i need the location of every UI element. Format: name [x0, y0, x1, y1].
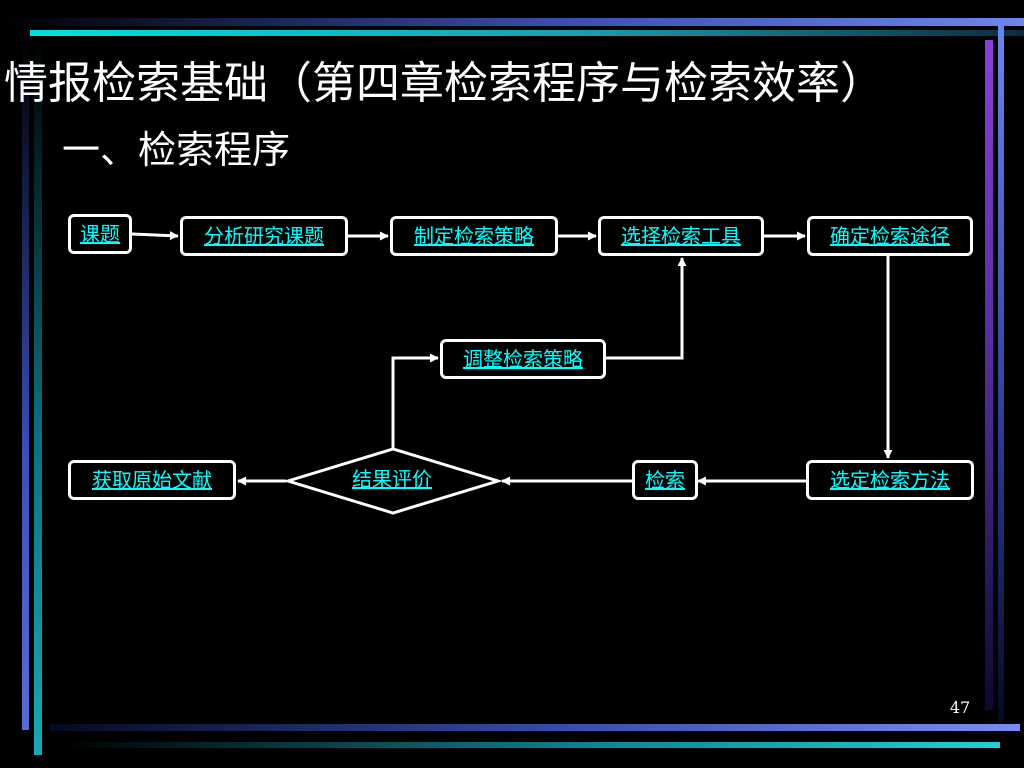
slide-title: 情报检索基础（第四章检索程序与检索效率） — [4, 58, 884, 109]
right-deco-bar-purple — [985, 40, 993, 710]
left-deco-bar-teal — [34, 40, 42, 755]
flow-node-select-method[interactable]: 选定检索方法 — [806, 460, 974, 500]
flow-node-adjust-strategy[interactable]: 调整检索策略 — [440, 339, 606, 379]
flow-node-topic[interactable]: 课题 — [68, 214, 132, 254]
bottom-deco-bar-blue — [50, 724, 1020, 731]
decision-diamond — [282, 447, 504, 515]
flow-node-define-path[interactable]: 确定检索途径 — [807, 216, 973, 256]
top-deco-bar — [0, 18, 1024, 26]
left-deco-bar-blue — [22, 40, 29, 730]
flow-node-obtain-documents[interactable]: 获取原始文献 — [68, 460, 236, 500]
arrow-adjust-to-tools — [606, 257, 687, 360]
arrow-evaluate-to-adjust — [391, 353, 439, 448]
flow-node-make-strategy[interactable]: 制定检索策略 — [390, 216, 558, 256]
section-heading: 一、检索程序 — [62, 128, 291, 172]
page-number: 47 — [949, 698, 971, 717]
bottom-deco-bar-teal — [60, 742, 1000, 748]
top-deco-bar-teal — [30, 30, 1024, 36]
right-deco-bar-blue — [998, 24, 1004, 724]
flow-node-select-tools[interactable]: 选择检索工具 — [598, 216, 764, 256]
flow-node-search[interactable]: 检索 — [632, 460, 698, 500]
arrow-topic-to-analyze — [131, 231, 179, 241]
flow-node-evaluate-results[interactable]: 结果评价 — [352, 467, 432, 491]
flow-node-analyze-topic[interactable]: 分析研究课题 — [180, 216, 348, 256]
